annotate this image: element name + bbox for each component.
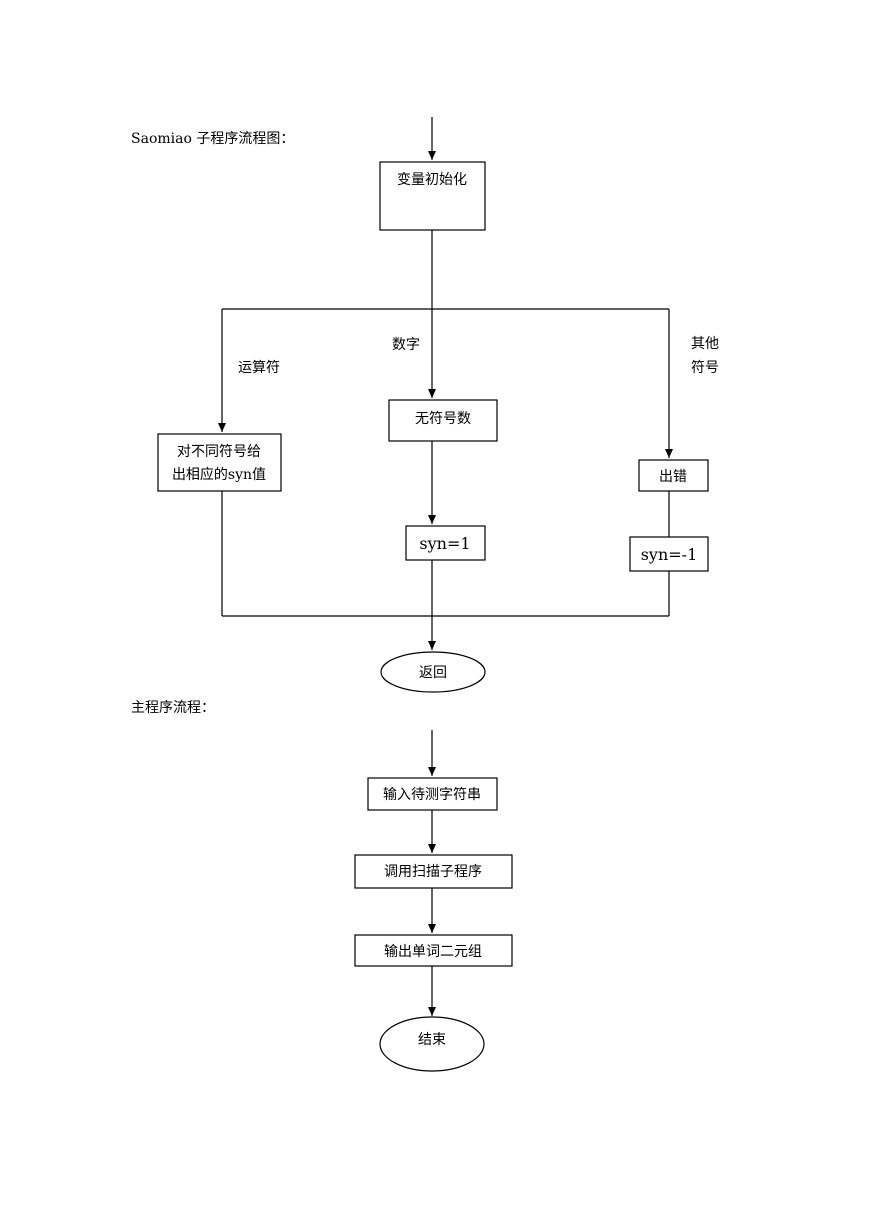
end-label: 结束 (418, 1032, 446, 1048)
return-label: 返回 (419, 665, 447, 681)
call-scan-node: 调用扫描子程序 (354, 854, 513, 889)
call-scan-label: 调用扫描子程序 (384, 864, 482, 880)
syn-one-node: syn=1 (405, 525, 486, 561)
init-node-label: 变量初始化 (397, 171, 467, 188)
operator-syn-label-line1: 对不同符号给 (177, 444, 261, 460)
operator-syn-node: 对不同符号给 出相应的syn值 (157, 433, 282, 492)
digit-branch-label: 数字 (392, 337, 420, 353)
return-node: 返回 (380, 651, 486, 693)
init-node: 变量初始化 (379, 161, 486, 231)
syn-neg-one-node: syn=-1 (629, 536, 709, 572)
error-node: 出错 (638, 459, 709, 492)
end-node: 结束 (379, 1016, 485, 1072)
operator-branch-label: 运算符 (238, 360, 280, 376)
input-label: 输入待测字符串 (383, 787, 481, 803)
other-branch-label-line1: 其他 (691, 336, 719, 352)
output-node: 输出单词二元组 (354, 934, 513, 967)
error-label: 出错 (659, 469, 687, 485)
unsigned-number-label: 无符号数 (415, 411, 471, 427)
main-section-title: 主程序流程： (131, 700, 215, 716)
syn-one-label: syn=1 (419, 534, 470, 553)
unsigned-number-node: 无符号数 (388, 399, 498, 442)
syn-neg-one-label: syn=-1 (641, 545, 698, 564)
operator-syn-label-line2: 出相应的syn值 (172, 466, 266, 483)
output-label: 输出单词二元组 (384, 944, 482, 960)
saomiao-section-title: Saomiao 子程序流程图： (131, 131, 294, 147)
input-node: 输入待测字符串 (367, 777, 498, 811)
other-branch-label-line2: 符号 (691, 360, 719, 376)
